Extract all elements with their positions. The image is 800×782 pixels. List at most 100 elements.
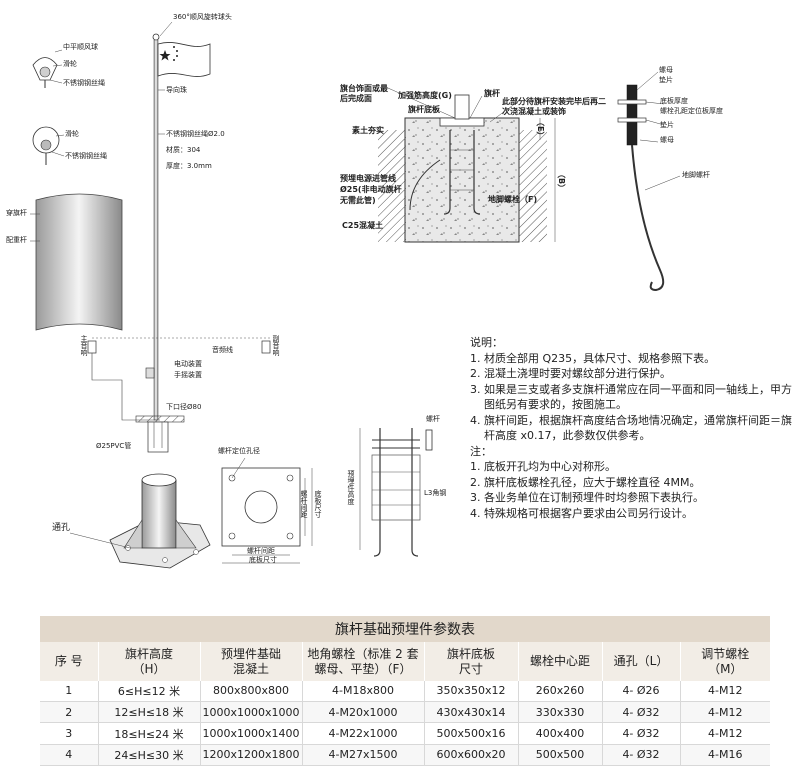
- table-header-7: 调节螺栓（M）: [680, 642, 770, 681]
- flag-pole-drawing: [87, 21, 271, 453]
- label-plate-size-v: 底板尺寸: [314, 490, 322, 518]
- label-l3: L3角钢: [424, 489, 447, 497]
- label-nut: 螺母: [659, 66, 673, 74]
- table-header-line: 通孔（L）: [613, 654, 669, 669]
- table-cell: 4-M27x1500: [302, 744, 425, 767]
- base-plate-drawing: [221, 457, 313, 564]
- label-pit-height: 加强筋高度(G): [398, 91, 452, 100]
- label-weight-rod: 配重杆: [6, 236, 27, 244]
- table-cell: 4-M16: [680, 744, 770, 767]
- label-main-speaker: 主音响: [80, 335, 88, 356]
- technical-drawings: [30, 21, 681, 569]
- table-cell: 18≤H≤24 米: [98, 722, 201, 745]
- label-washer: 垫片: [659, 76, 673, 84]
- table-cell: 4-M12: [680, 701, 770, 724]
- table-header-line: 螺母、平垫）（F）: [314, 661, 412, 676]
- label-concrete: C25混凝土: [342, 221, 384, 230]
- embed-cage-drawing: [359, 428, 433, 557]
- notes-item-3: 3. 如果是三支或者多支旗杆通常应在同一平面和同一轴线上，甲方图纸另有要求的，按…: [470, 382, 792, 412]
- pipe-base-drawing: [69, 473, 211, 569]
- table-header-1: 旗杆高度（H）: [98, 642, 201, 681]
- label-material: 材质：304: [166, 146, 201, 154]
- table-cell: 350x350x12: [424, 680, 519, 703]
- table-cell: 1: [40, 680, 99, 703]
- label-nut-2: 螺母: [660, 136, 674, 144]
- table-cell: 4-M22x1000: [302, 722, 425, 745]
- table-cell: 800x800x800: [200, 680, 303, 703]
- label-dim-b: （B）: [557, 170, 566, 193]
- notes-note-1: 1. 底板开孔均为中心对称形。: [470, 460, 616, 473]
- table-title: 旗杆基础预埋件参数表: [40, 616, 770, 643]
- notes-note-4: 4. 特殊规格可根据客户要求由公司另行设计。: [470, 506, 693, 520]
- table-cell: 3: [40, 722, 99, 745]
- pole-side-details: [30, 49, 123, 331]
- notes-note-title: 注：: [470, 444, 492, 458]
- table-cell: 4-M20x1000: [302, 701, 425, 724]
- notes-item-2: 2. 混凝土浇埋时要对螺纹部分进行保护。: [470, 367, 671, 380]
- table-header-line: （M）: [708, 661, 743, 676]
- label-outlet: 下口径Ø80: [166, 403, 202, 411]
- label-through-hole: 通孔: [52, 523, 71, 533]
- notes-note-2: 2. 旗杆底板螺栓孔径，应大于螺栓直径 4MM。: [470, 475, 701, 489]
- label-ball: 360°顺风旋转球头: [173, 13, 232, 21]
- table-header-6: 通孔（L）: [602, 642, 681, 681]
- label-mid-ball: 中平顺风球: [63, 43, 98, 51]
- table-cell: 12≤H≤18 米: [98, 701, 201, 724]
- label-wear-rod: 穿旗杆: [6, 209, 27, 217]
- label-pulley-2: 滑轮: [65, 130, 79, 138]
- table-cell: 4: [40, 744, 99, 767]
- table-header-line: 旗杆高度: [124, 646, 173, 661]
- table-header-row: 序 号旗杆高度（H）预埋件基础混凝土地角螺栓（标准 2 套螺母、平垫）（F）旗杆…: [40, 642, 770, 681]
- foundation-section-drawing: [378, 87, 556, 243]
- table-cell: 4-M12: [680, 722, 770, 745]
- notes-note-3: 3. 各业务单位在订制预埋件时均参照下表执行。: [470, 491, 704, 504]
- label-bolt-spacing-h: 螺杆间距: [247, 547, 275, 555]
- table-header-line: 尺寸: [458, 661, 483, 676]
- label-base-plate: 旗杆底板: [408, 105, 440, 114]
- table-header-line: 调节螺栓: [701, 646, 750, 661]
- label-soil: 素土夯实: [352, 126, 384, 135]
- table-cell: 430x430x14: [424, 701, 519, 724]
- table-cell: 4- Ø26: [602, 680, 681, 703]
- table-cell: 1000x1000x1400: [200, 722, 303, 745]
- notes-item-4: 4. 旗杆间距，根据旗杆高度结合场地情况确定，通常旗杆间距＝旗杆高度 x0.17…: [470, 413, 792, 443]
- label-bolt-hole: 螺杆定位孔径: [218, 447, 260, 455]
- table-header-2: 预埋件基础混凝土: [200, 642, 303, 681]
- label-finish: 旗台饰面或最后完成面: [340, 84, 388, 103]
- table-cell: 500x500x16: [424, 722, 519, 745]
- table-header-0: 序 号: [40, 642, 99, 681]
- table-cell: 600x600x20: [424, 744, 519, 767]
- table-cell: 4- Ø32: [602, 722, 681, 745]
- notes-item-1: 1. 材质全部用 Q235，具体尺寸、规格参照下表。: [470, 351, 716, 365]
- table-cell: 4-M18x800: [302, 680, 425, 703]
- table-header-line: 地角螺栓（标准 2 套: [307, 646, 419, 661]
- label-bolt-thick: 螺栓孔距定位板厚度: [660, 107, 723, 115]
- table-cell: 4-M12: [680, 680, 770, 703]
- label-washer-2: 垫片: [660, 121, 674, 129]
- table-header-line: 预埋件基础: [220, 646, 281, 661]
- notes-section: 说明： 1. 材质全部用 Q235，具体尺寸、规格参照下表。 2. 混凝土浇埋时…: [470, 335, 795, 521]
- table-cell: 400x400: [518, 722, 603, 745]
- label-anchor-bolt: 地脚螺杆: [682, 171, 710, 179]
- label-dim-e: （E）: [536, 118, 545, 140]
- table-header-4: 旗杆底板尺寸: [424, 642, 519, 681]
- table-cell: 330x330: [518, 701, 603, 724]
- label-electric: 电动装置: [174, 360, 202, 368]
- label-sub-speaker: 副音响: [272, 335, 280, 356]
- table-header-line: 混凝土: [232, 661, 269, 676]
- label-anchor: 地脚螺栓（F): [488, 195, 538, 204]
- table-cell: 2: [40, 701, 99, 724]
- label-bolt-spacing-v: 螺杆间距: [300, 490, 308, 518]
- label-guide: 导向珠: [166, 86, 187, 94]
- notes-title: 说明：: [470, 336, 503, 349]
- label-manual: 手摇装置: [174, 371, 202, 379]
- label-thickness: 厚度：3.0mm: [166, 162, 212, 170]
- table-cell: 1000x1000x1000: [200, 701, 303, 724]
- label-steel-rope-2: 不锈钢钢丝绳: [65, 152, 107, 160]
- label-plate-thick: 底板厚度: [660, 97, 688, 105]
- label-pvc: Ø25PVC管: [96, 442, 132, 450]
